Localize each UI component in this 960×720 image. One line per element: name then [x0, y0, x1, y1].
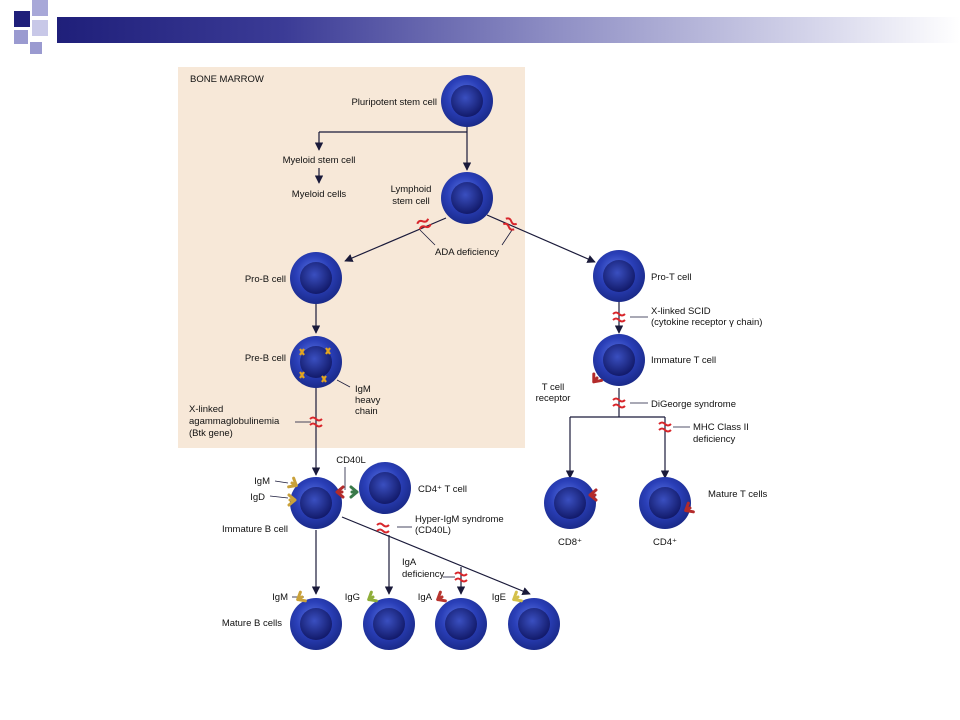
label-iga-def-2: deficiency	[402, 569, 444, 580]
label-iga-def-1: IgA	[402, 557, 417, 568]
label-ada: ADA deficiency	[435, 247, 499, 258]
label-immature-t: Immature T cell	[651, 355, 716, 366]
label-tcr-2: receptor	[536, 393, 571, 404]
label-igm-mature: IgM	[272, 592, 288, 603]
immature-b-cell	[287, 476, 359, 529]
lymphoid-stem-cell	[441, 172, 493, 224]
label-hyper-igm-1: Hyper-IgM syndrome	[415, 514, 504, 525]
pre-b-cell	[290, 336, 342, 388]
bone-marrow-label: BONE MARROW	[190, 74, 264, 85]
label-xscid-2: (cytokine receptor γ chain)	[651, 317, 762, 328]
mature-b-cell-ige	[508, 590, 560, 650]
label-cd40l: CD40L	[336, 455, 366, 466]
label-xscid-1: X-linked SCID	[651, 306, 711, 317]
mature-b-cell-iga	[433, 590, 487, 650]
pro-b-cell	[290, 252, 342, 304]
label-mhc-1: MHC Class II	[693, 422, 749, 433]
label-lymphoid-1: Lymphoid	[391, 184, 432, 195]
mature-b-cell-igm	[290, 590, 342, 650]
label-immature-b: Immature B cell	[222, 524, 288, 535]
mature-b-cell-igg	[363, 590, 415, 650]
cd4-t-cell-helper	[359, 462, 411, 514]
label-pro-t: Pro-T cell	[651, 272, 691, 283]
label-pre-b: Pre-B cell	[245, 353, 286, 364]
cd8-t-cell	[544, 477, 598, 529]
header-square-small	[30, 42, 42, 54]
pluripotent-stem-cell	[441, 75, 493, 127]
label-igg: IgG	[345, 592, 360, 603]
immature-t-cell	[588, 334, 645, 387]
cells	[287, 75, 695, 650]
block-hyper-igm	[376, 522, 390, 534]
header-square-lavender-2	[32, 20, 48, 36]
label-mhc-2: deficiency	[693, 434, 735, 445]
label-igm-heavy-3: chain	[355, 406, 378, 417]
label-lymphoid-2: stem cell	[392, 196, 429, 207]
label-igm-heavy-1: IgM	[355, 384, 371, 395]
label-cd8: CD8⁺	[558, 537, 582, 548]
label-mature-b: Mature B cells	[222, 618, 282, 629]
label-myeloid-cells: Myeloid cells	[292, 189, 347, 200]
label-iga: IgA	[418, 592, 433, 603]
arrow-to-mature-b-ige	[341, 516, 531, 596]
label-hyper-igm-2: (CD40L)	[415, 525, 451, 536]
header-gradient-bar	[57, 17, 960, 43]
cd4-t-cell-mature	[639, 477, 695, 529]
header-square-periwinkle	[14, 30, 28, 44]
pro-t-cell	[593, 250, 645, 302]
label-pro-b: Pro-B cell	[245, 274, 286, 285]
label-cd4: CD4⁺	[653, 537, 677, 548]
label-pluripotent: Pluripotent stem cell	[351, 97, 437, 108]
header-square-navy	[14, 11, 30, 27]
label-digeorge: DiGeorge syndrome	[651, 399, 736, 410]
label-cd4-t-cell: CD4⁺ T cell	[418, 484, 467, 495]
label-xla-3: (Btk gene)	[189, 428, 233, 439]
label-igm-heavy-2: heavy	[355, 395, 381, 406]
label-igd: IgD	[250, 492, 265, 503]
label-xla-2: agammaglobulinemia	[189, 416, 280, 427]
slide-header	[0, 0, 960, 60]
labels: Pluripotent stem cell Myeloid stem cell …	[189, 97, 768, 629]
label-myeloid-stem: Myeloid stem cell	[283, 155, 356, 166]
label-igm-immature: IgM	[254, 476, 270, 487]
label-xla-1: X-linked	[189, 404, 223, 415]
label-mature-t: Mature T cells	[708, 489, 768, 500]
header-square-lavender	[32, 0, 48, 16]
label-ige: IgE	[492, 592, 506, 603]
connector-lines	[269, 127, 690, 598]
label-tcr-1: T cell	[542, 382, 565, 393]
